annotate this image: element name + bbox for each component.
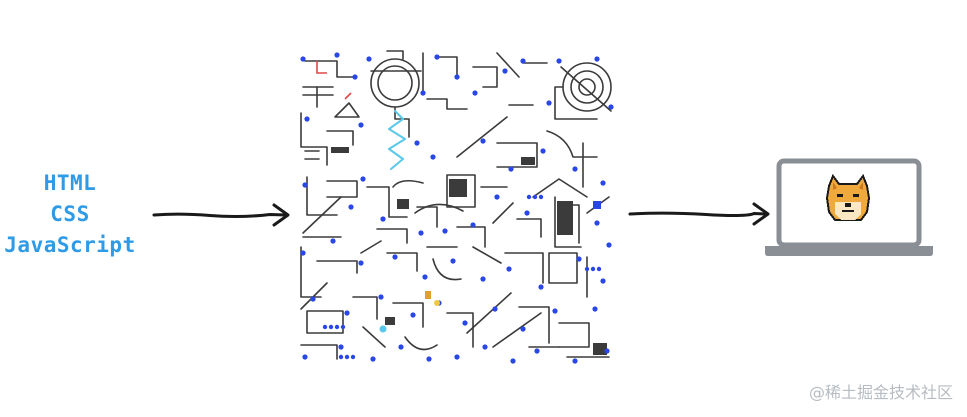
javascript-label: JavaScript: [4, 233, 136, 257]
css-label: CSS: [50, 202, 90, 226]
arrow-to-machine-icon: [152, 203, 290, 227]
rube-goldberg-machine-icon: [297, 47, 615, 369]
input-technologies: HTML CSS JavaScript: [0, 168, 140, 261]
arrow-to-output-icon: [628, 202, 770, 226]
html-label: HTML: [43, 171, 97, 195]
laptop-doge-icon: [765, 158, 933, 256]
watermark: @稀土掘金技术社区: [808, 383, 953, 402]
